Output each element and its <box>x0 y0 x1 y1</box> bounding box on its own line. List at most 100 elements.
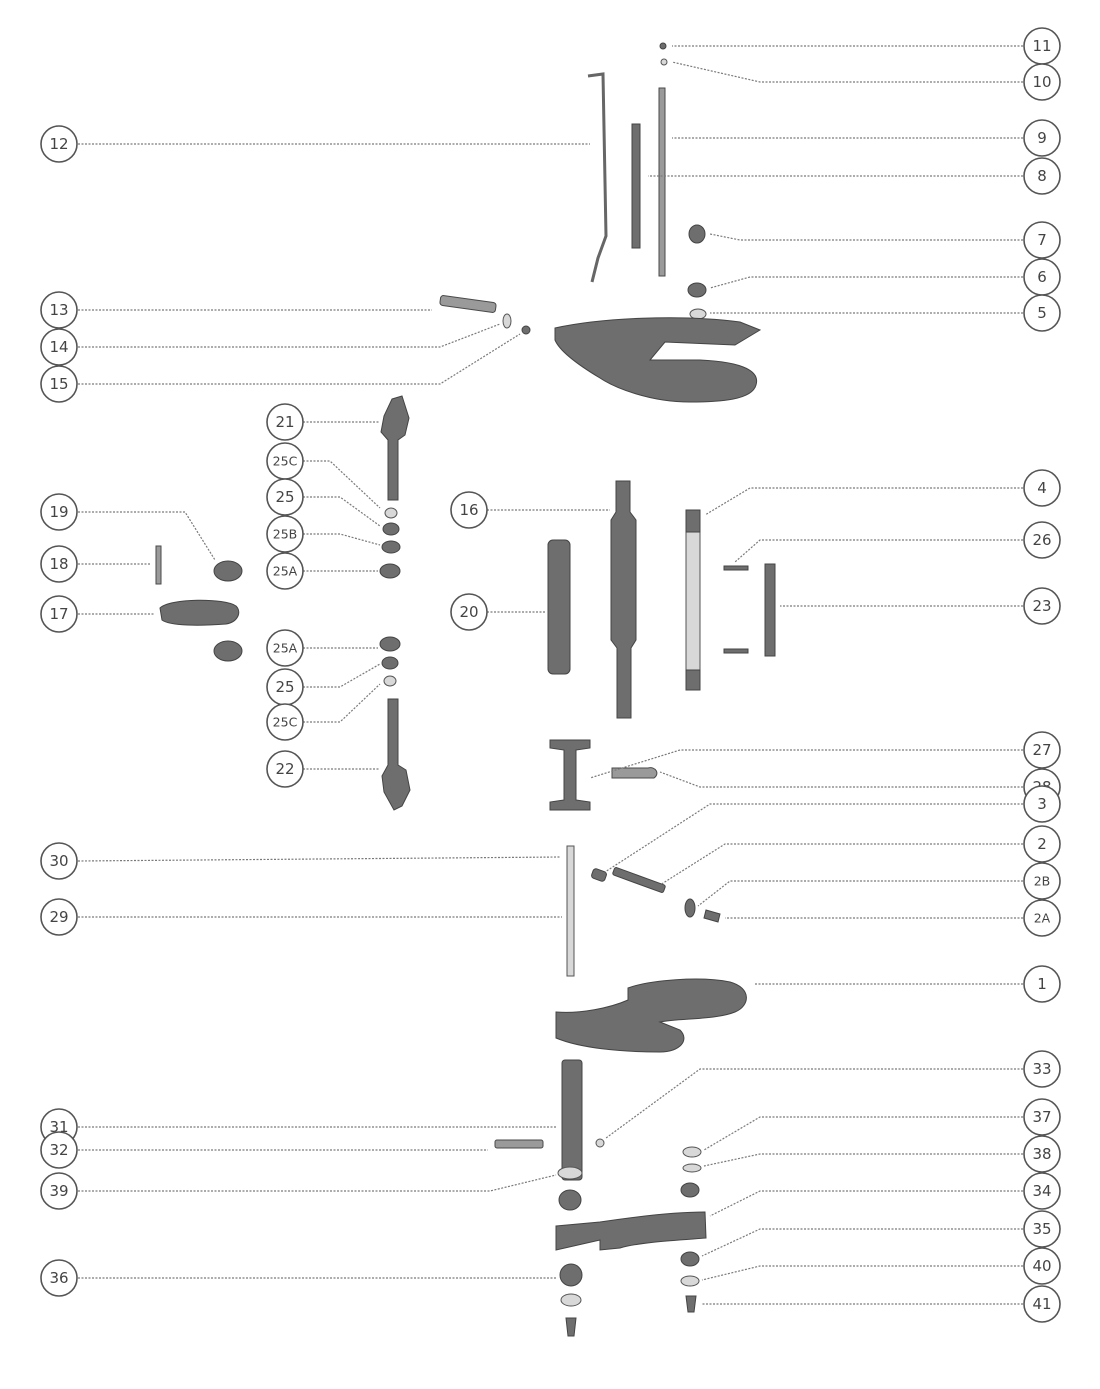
label-20: 20 <box>450 593 488 631</box>
svg-text:27: 27 <box>1032 741 1051 759</box>
part-26-screw-upper <box>723 565 749 571</box>
part-25C-lower <box>383 675 397 687</box>
svg-text:17: 17 <box>49 605 68 623</box>
label-14: 14 <box>40 328 78 366</box>
label-18: 18 <box>40 545 78 583</box>
parts-group <box>155 42 776 1337</box>
part-25C-upper <box>384 507 398 519</box>
label-3: 3 <box>1023 785 1061 823</box>
part-2-screw <box>612 867 666 893</box>
svg-text:10: 10 <box>1032 73 1051 91</box>
svg-text:36: 36 <box>49 1269 68 1287</box>
part-4-tube-top <box>685 509 701 533</box>
svg-text:13: 13 <box>49 301 68 319</box>
label-2A: 2A <box>1023 899 1061 937</box>
label-23: 23 <box>1023 587 1061 625</box>
svg-text:32: 32 <box>49 1141 68 1159</box>
svg-text:29: 29 <box>49 908 68 926</box>
label-13: 13 <box>40 291 78 329</box>
part-13-bolt <box>439 295 497 313</box>
label-19: 19 <box>40 493 78 531</box>
svg-text:12: 12 <box>49 135 68 153</box>
svg-text:25: 25 <box>275 678 294 696</box>
part-9-long-rod <box>658 87 666 277</box>
svg-text:2B: 2B <box>1034 874 1051 889</box>
svg-text:4: 4 <box>1037 479 1047 497</box>
part-37-washer <box>682 1146 702 1158</box>
svg-text:25B: 25B <box>273 527 297 542</box>
label-7: 7 <box>1023 221 1061 259</box>
part-26-screw-lower <box>723 648 749 654</box>
label-9: 9 <box>1023 119 1061 157</box>
label-16: 16 <box>450 491 488 529</box>
part-27-spool <box>549 739 591 811</box>
svg-text:15: 15 <box>49 375 68 393</box>
svg-text:5: 5 <box>1037 304 1047 322</box>
part-2A-nut <box>703 909 721 923</box>
part-40-washer <box>680 1275 700 1287</box>
label-4: 4 <box>1023 469 1061 507</box>
part-10-washer <box>660 58 668 66</box>
part-25-upper <box>382 522 400 536</box>
part-4-tube-bottom <box>685 669 701 691</box>
label-30: 30 <box>40 842 78 880</box>
svg-text:25C: 25C <box>273 454 298 469</box>
label-34: 34 <box>1023 1172 1061 1210</box>
part-28-spring <box>611 767 658 779</box>
svg-text:19: 19 <box>49 503 68 521</box>
svg-text:30: 30 <box>49 852 68 870</box>
svg-text:1: 1 <box>1037 975 1047 993</box>
label-41: 41 <box>1023 1285 1061 1323</box>
svg-text:16: 16 <box>459 501 478 519</box>
svg-text:41: 41 <box>1032 1295 1051 1313</box>
part-41-screw <box>685 1295 697 1313</box>
label-21: 21 <box>266 403 304 441</box>
svg-text:14: 14 <box>49 338 68 356</box>
label-38: 38 <box>1023 1135 1061 1173</box>
svg-text:25A: 25A <box>273 564 298 579</box>
svg-text:39: 39 <box>49 1182 68 1200</box>
svg-text:9: 9 <box>1037 129 1047 147</box>
part-25B <box>381 540 401 554</box>
svg-text:37: 37 <box>1032 1108 1051 1126</box>
callout-labels: 11 10 12 9 8 7 6 5 13 14 15 21 25C 25 25… <box>40 27 1061 1323</box>
part-29-rod <box>566 845 575 977</box>
part-39-bushing <box>558 1189 582 1211</box>
svg-text:20: 20 <box>459 603 478 621</box>
svg-text:3: 3 <box>1037 795 1047 813</box>
svg-text:40: 40 <box>1032 1257 1051 1275</box>
svg-text:22: 22 <box>275 760 294 778</box>
part-11-nut <box>659 42 667 50</box>
part-23-bar <box>764 563 776 657</box>
part-19-bushing-lower <box>213 640 243 662</box>
label-25C-upper: 25C <box>266 442 304 480</box>
svg-text:26: 26 <box>1032 531 1051 549</box>
part-20-bushing <box>547 539 571 675</box>
label-36: 36 <box>40 1259 78 1297</box>
part-36-washer <box>560 1293 582 1307</box>
label-27: 27 <box>1023 731 1061 769</box>
part-22-shaft <box>381 698 411 811</box>
label-8: 8 <box>1023 157 1061 195</box>
svg-text:7: 7 <box>1037 231 1047 249</box>
part-25A-upper <box>379 563 401 579</box>
label-25C-lower: 25C <box>266 703 304 741</box>
svg-text:2A: 2A <box>1034 911 1051 926</box>
part-31-shaft <box>561 1059 583 1181</box>
part-39-washer <box>557 1166 583 1180</box>
svg-text:23: 23 <box>1032 597 1051 615</box>
svg-text:11: 11 <box>1032 37 1051 55</box>
label-5: 5 <box>1023 294 1061 332</box>
part-34-lever <box>555 1211 707 1251</box>
label-2: 2 <box>1023 825 1061 863</box>
part-35-nut <box>680 1251 700 1267</box>
part-38-washer <box>682 1163 702 1173</box>
label-25A-lower: 25A <box>266 629 304 667</box>
label-37: 37 <box>1023 1098 1061 1136</box>
svg-text:8: 8 <box>1037 167 1047 185</box>
svg-text:25C: 25C <box>273 715 298 730</box>
svg-text:6: 6 <box>1037 268 1047 286</box>
label-2B: 2B <box>1023 862 1061 900</box>
svg-text:34: 34 <box>1032 1182 1051 1200</box>
